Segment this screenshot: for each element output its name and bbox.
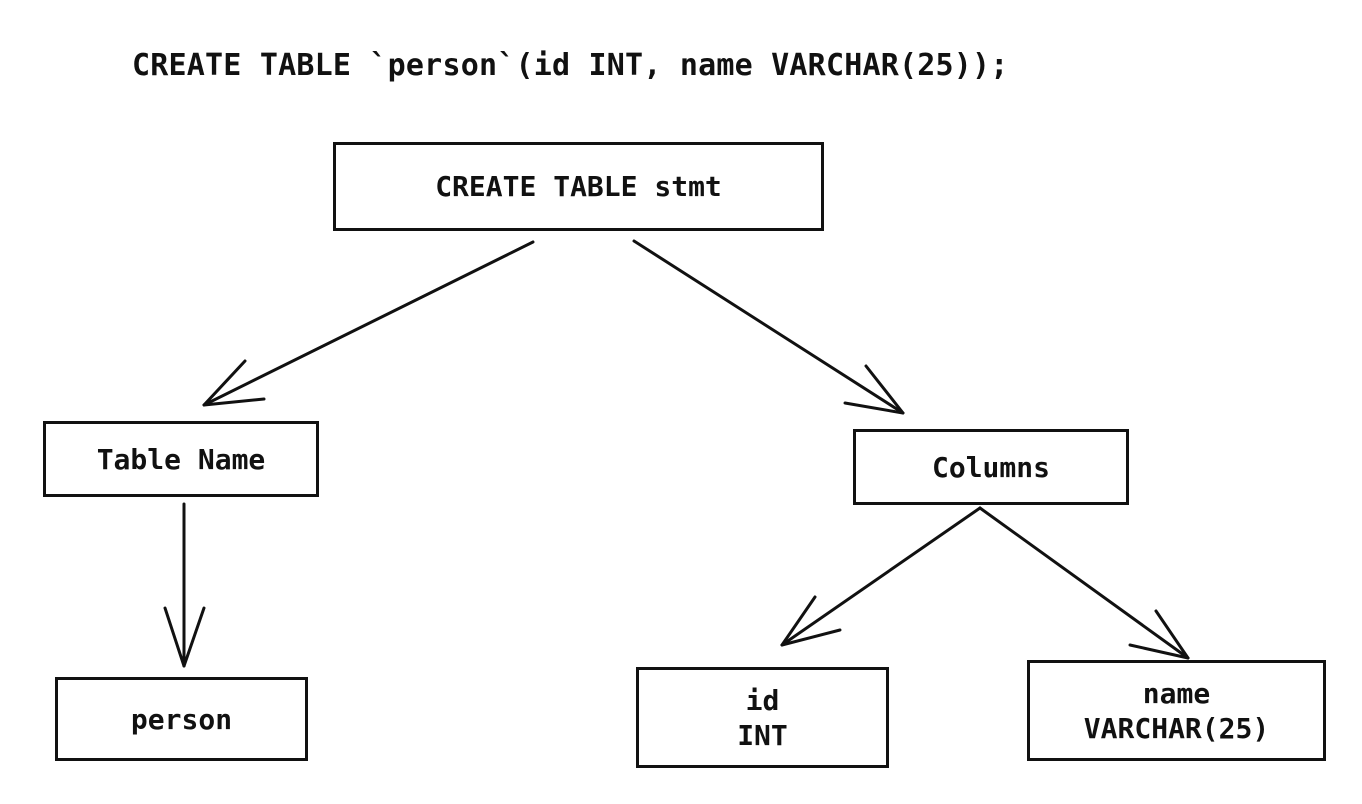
- node-column-name: name VARCHAR(25): [1027, 660, 1326, 761]
- node-column-id: id INT: [636, 667, 889, 768]
- node-create-table-stmt: CREATE TABLE stmt: [333, 142, 824, 231]
- node-table-name: Table Name: [43, 421, 319, 497]
- arrow-root-to-table-name: [202, 240, 535, 407]
- node-column-name-type: VARCHAR(25): [1083, 711, 1270, 745]
- arrow-table-name-to-person: [163, 502, 206, 668]
- arrow-columns-to-id: [780, 506, 982, 647]
- node-person: person: [55, 677, 308, 761]
- node-create-table-stmt-label: CREATE TABLE stmt: [435, 170, 722, 203]
- node-column-id-name: id: [745, 683, 780, 717]
- node-columns-label: Columns: [931, 450, 1050, 484]
- node-column-id-type: INT: [737, 718, 788, 752]
- sql-statement: CREATE TABLE `person`(id INT, name VARCH…: [132, 48, 1009, 83]
- node-columns: Columns: [853, 429, 1129, 505]
- arrow-columns-to-name: [978, 506, 1190, 660]
- node-table-name-label: Table Name: [96, 442, 266, 476]
- node-person-label: person: [130, 702, 233, 736]
- node-column-name-name: name: [1142, 676, 1211, 710]
- arrow-root-to-columns: [632, 239, 905, 415]
